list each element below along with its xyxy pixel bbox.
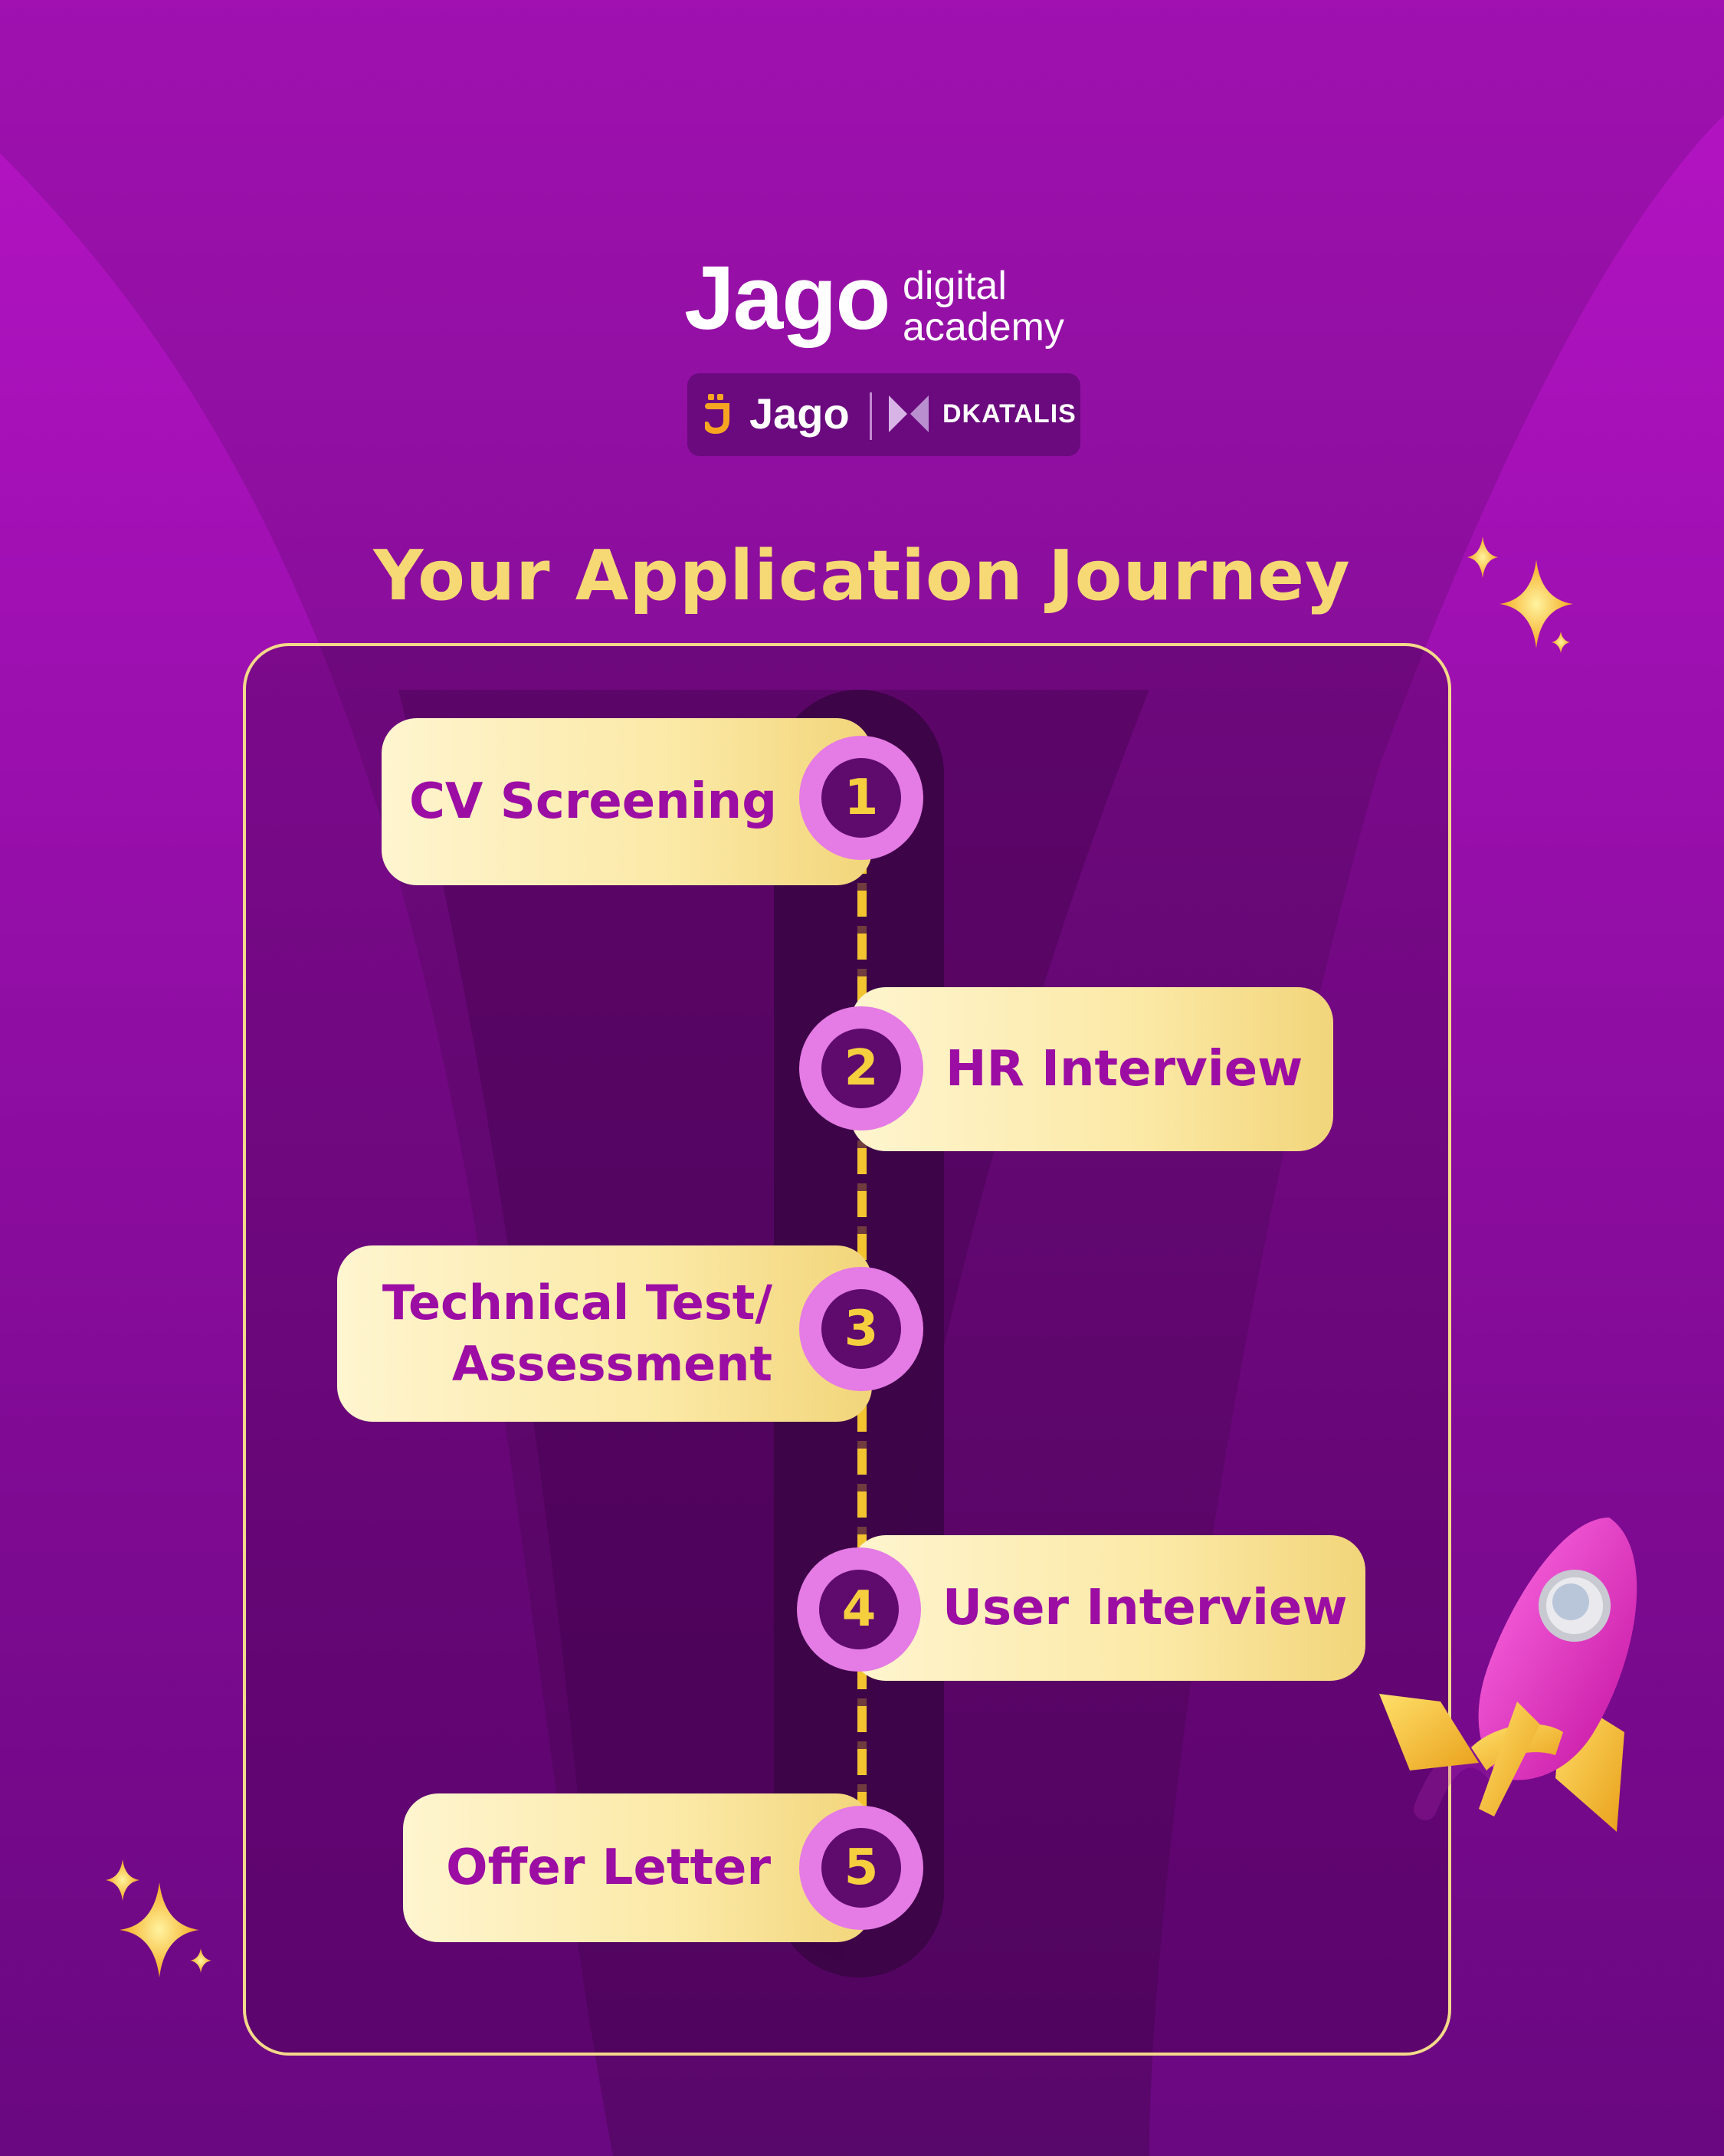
step-label: HR Interview	[946, 1041, 1303, 1098]
partner-dkatalis-label: DKATALIS	[942, 399, 1077, 428]
step-number-badge: 2	[799, 1006, 923, 1131]
jago-logo: Jago	[684, 248, 890, 349]
partner-logos	[687, 373, 1080, 456]
page-title: Your Application Journey	[373, 536, 1351, 616]
step-label-line2: Assessment	[451, 1336, 772, 1392]
step-offer-letter: Offer Letter	[403, 1793, 872, 1942]
step-user-interview: User Interview	[851, 1535, 1365, 1681]
sparkle-icon	[106, 1859, 211, 1977]
digital-academy-label: digital academy	[903, 265, 1064, 348]
step-label: Offer Letter	[446, 1839, 771, 1896]
step-cv-screening: CV Screening	[382, 718, 872, 885]
dkatalis-mark-icon	[889, 395, 929, 432]
step-hr-interview: HR Interview	[851, 987, 1333, 1151]
step-number-badge: 4	[797, 1547, 921, 1672]
step-number: 4	[819, 1570, 899, 1649]
step-number: 1	[821, 758, 901, 838]
partner-jago-label: Jago	[749, 389, 850, 438]
step-number: 5	[821, 1828, 901, 1908]
brand-sub-line1: digital	[903, 264, 1007, 308]
step-number: 2	[821, 1029, 901, 1108]
step-number-badge: 1	[799, 736, 923, 860]
step-label-line1: Technical Test/	[382, 1275, 772, 1331]
step-technical-test: Technical Test/ Assessment	[337, 1245, 872, 1422]
jago-mark-icon	[705, 394, 729, 435]
sparkle-icon	[1467, 537, 1573, 653]
partner-divider	[870, 392, 872, 440]
rocket-icon	[1379, 1518, 1637, 1832]
step-number: 3	[821, 1289, 901, 1369]
step-number-badge: 5	[799, 1806, 923, 1930]
step-label: CV Screening	[408, 773, 777, 830]
brand-sub-line2: academy	[903, 305, 1064, 349]
step-label: User Interview	[942, 1580, 1348, 1636]
step-number-badge: 3	[799, 1267, 923, 1391]
